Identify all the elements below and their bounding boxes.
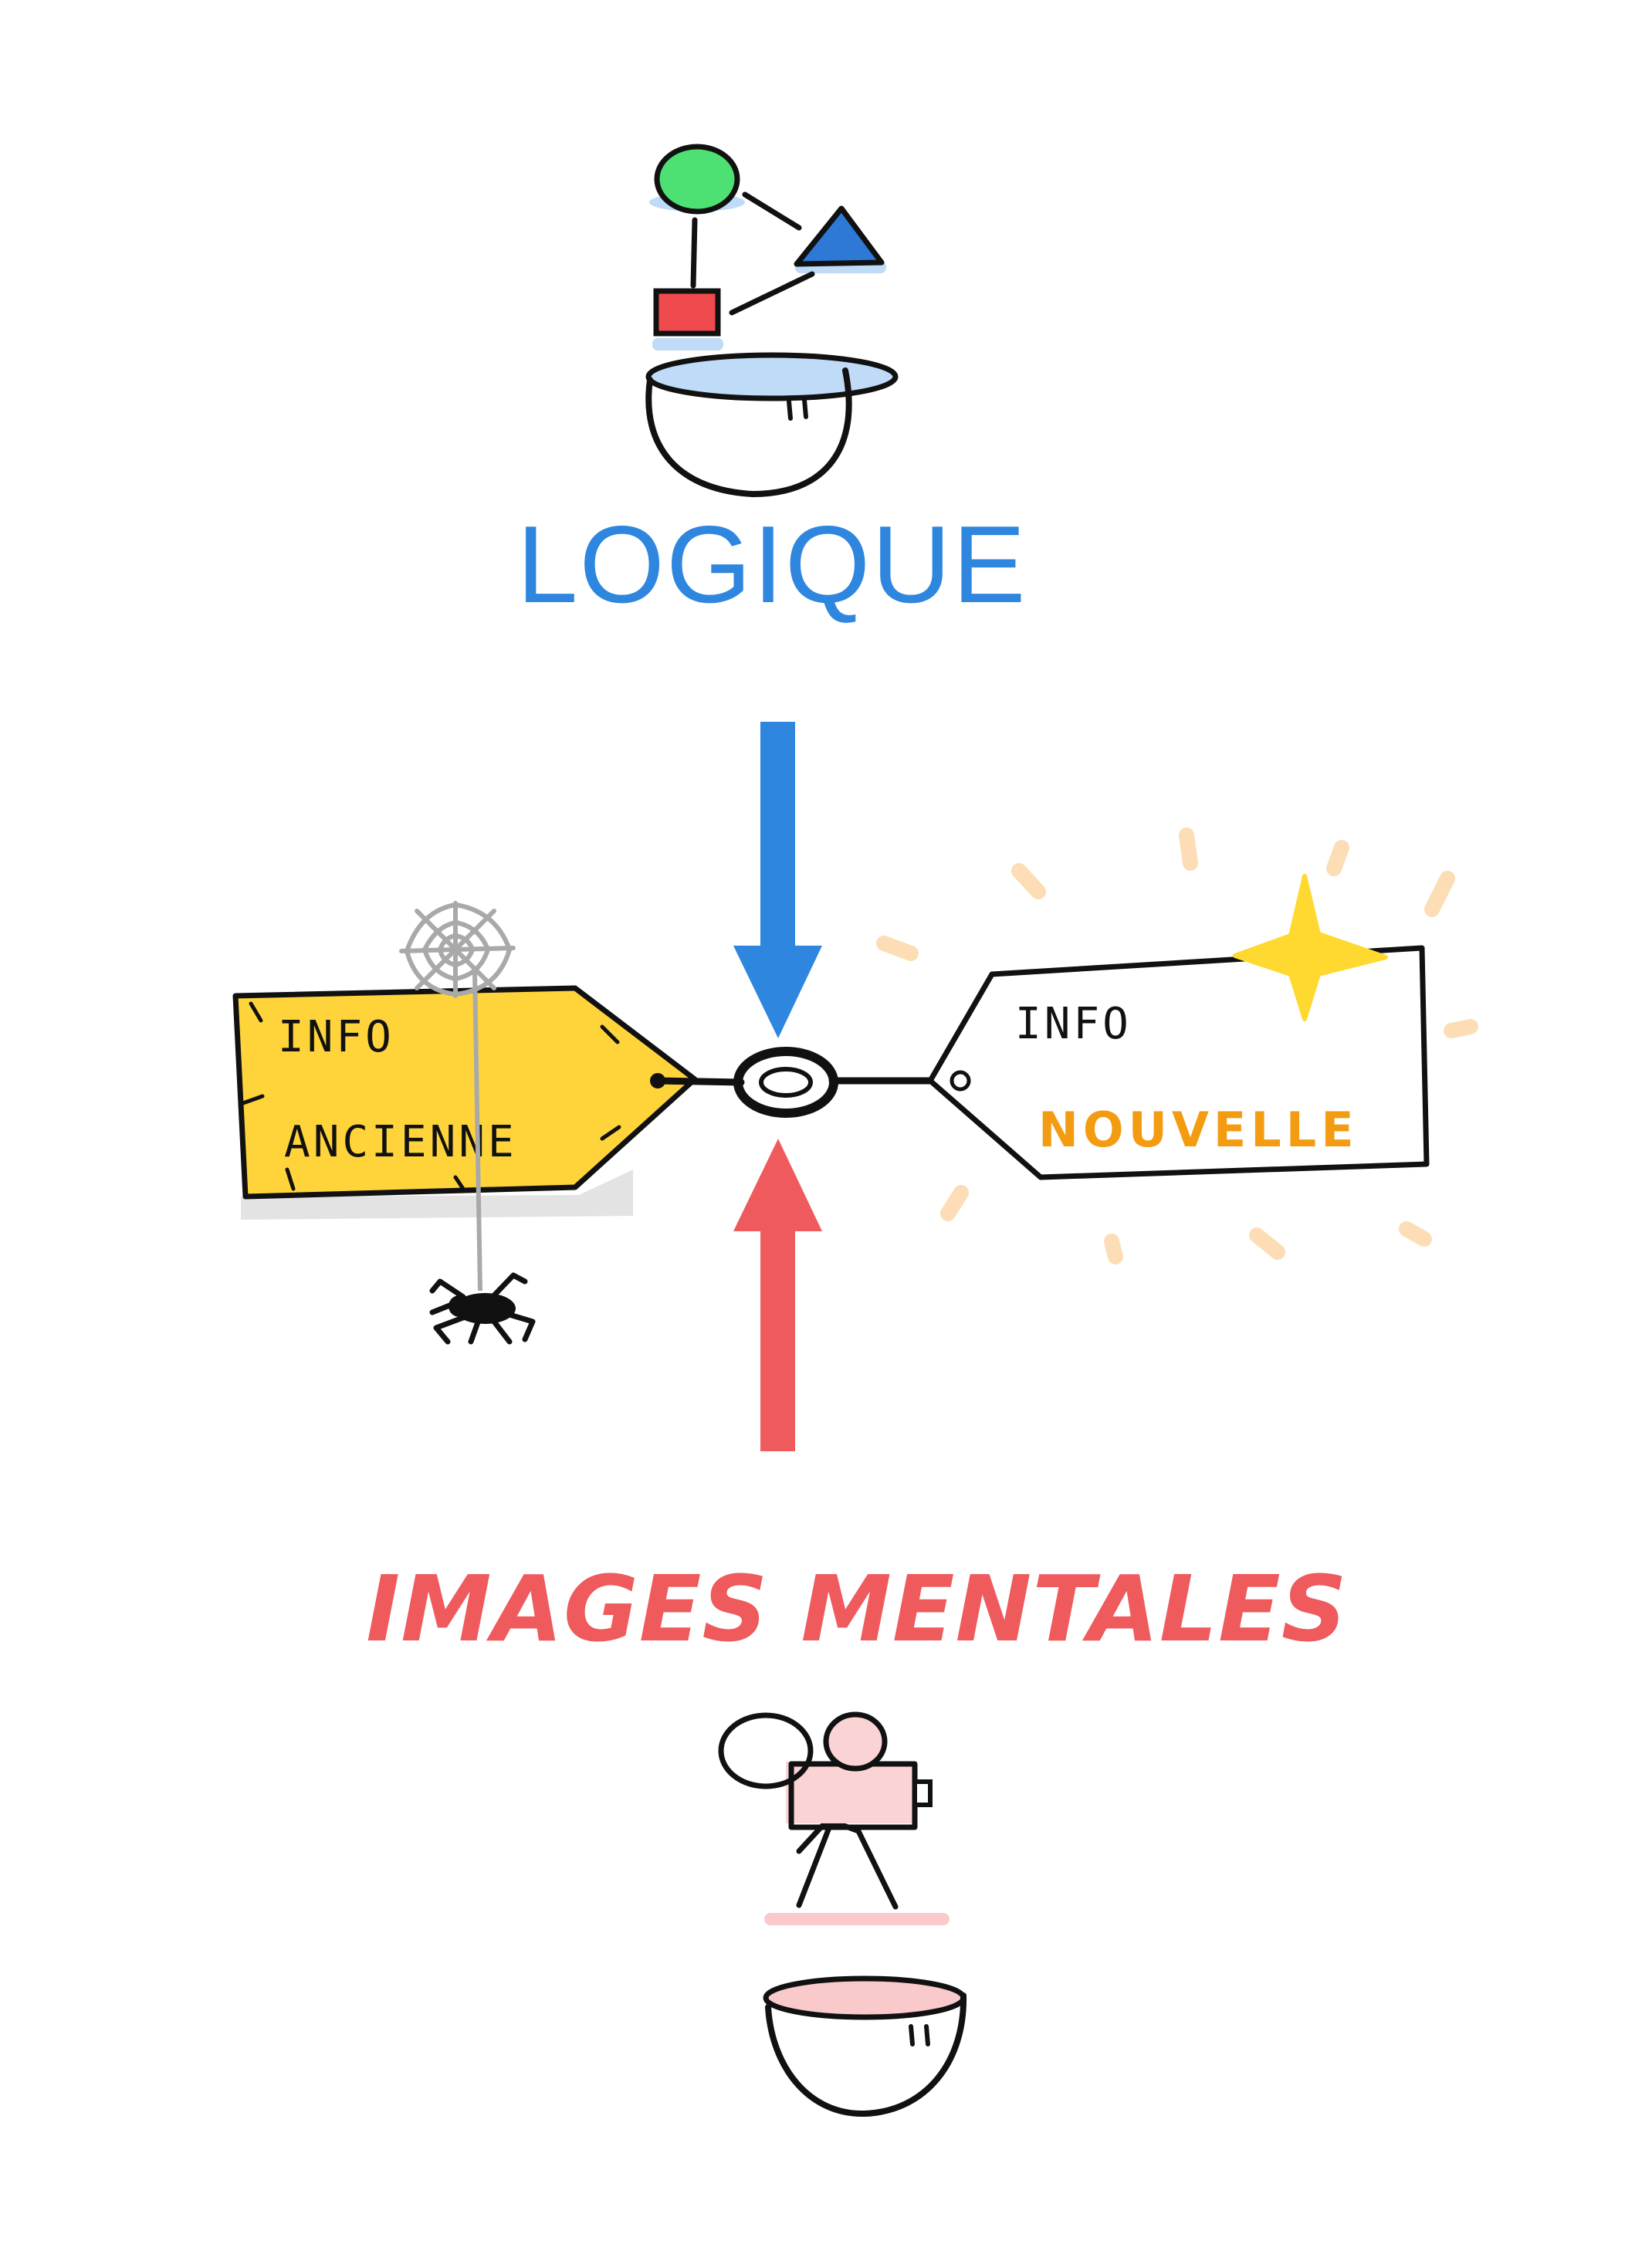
old-tag-line2: ANCIENNE xyxy=(284,1117,517,1167)
sparkle-icon xyxy=(1233,874,1388,1021)
open-head-icon xyxy=(645,352,899,498)
up-arrow-icon xyxy=(733,1139,822,1451)
movie-camera-icon xyxy=(718,1711,950,1925)
logique-label: LOGIQUE xyxy=(516,503,1027,626)
new-info-tag: INFO NOUVELLE xyxy=(927,945,1430,1180)
new-tag-line1: INFO xyxy=(1015,999,1132,1049)
chain-link-icon xyxy=(654,1047,957,1118)
images-mentales-label: IMAGES MENTALES xyxy=(366,1556,1347,1662)
open-head-icon-bottom xyxy=(763,1975,967,2118)
down-arrow-icon xyxy=(733,722,822,1038)
old-info-tag: INFO ANCIENNE xyxy=(232,985,698,1220)
old-tag-line1: INFO xyxy=(278,1012,394,1062)
glow-rays xyxy=(876,828,1478,1264)
cobweb-icon xyxy=(399,901,516,998)
shapes-network-icon xyxy=(649,144,886,350)
spider-icon xyxy=(429,972,536,1345)
new-tag-line2: NOUVELLE xyxy=(1038,1102,1359,1158)
